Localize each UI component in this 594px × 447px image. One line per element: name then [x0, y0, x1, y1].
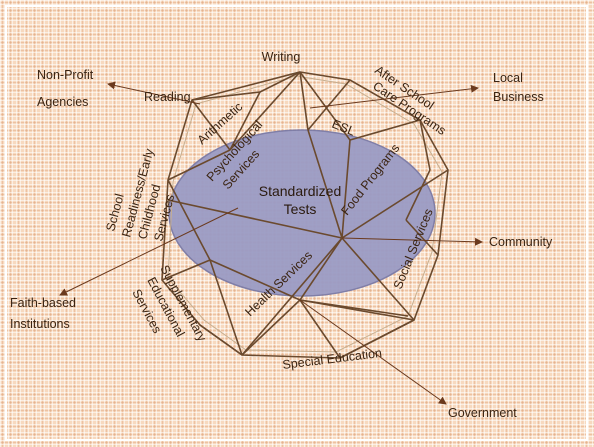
center-label-line1: Standardized: [259, 183, 342, 199]
wireframe-polyhedron: [161, 71, 449, 359]
label-special-education: Special Education: [282, 346, 383, 372]
arrow-local-business: [309, 84, 479, 109]
arrow-government: [299, 299, 447, 405]
label-faith-line2: Institutions: [10, 317, 70, 331]
slide-border: [5, 5, 588, 441]
center-label-line2: Tests: [284, 201, 317, 217]
label-local-business-line2: Business: [493, 90, 544, 104]
label-local-business-line1: Local: [493, 71, 523, 85]
label-non-profit-line1: Non-Profit: [37, 68, 94, 82]
label-government: Government: [448, 406, 517, 420]
label-writing: Writing: [262, 50, 301, 64]
label-non-profit-line2: Agencies: [37, 95, 88, 109]
label-community: Community: [489, 235, 553, 249]
arrow-faith: [59, 207, 239, 296]
arrow-community: [341, 237, 483, 246]
label-reading: Reading: [144, 90, 191, 104]
arrow-non-profit: [107, 81, 201, 105]
connector-arrows: [59, 81, 483, 405]
label-faith-line1: Faith-based: [10, 296, 76, 310]
